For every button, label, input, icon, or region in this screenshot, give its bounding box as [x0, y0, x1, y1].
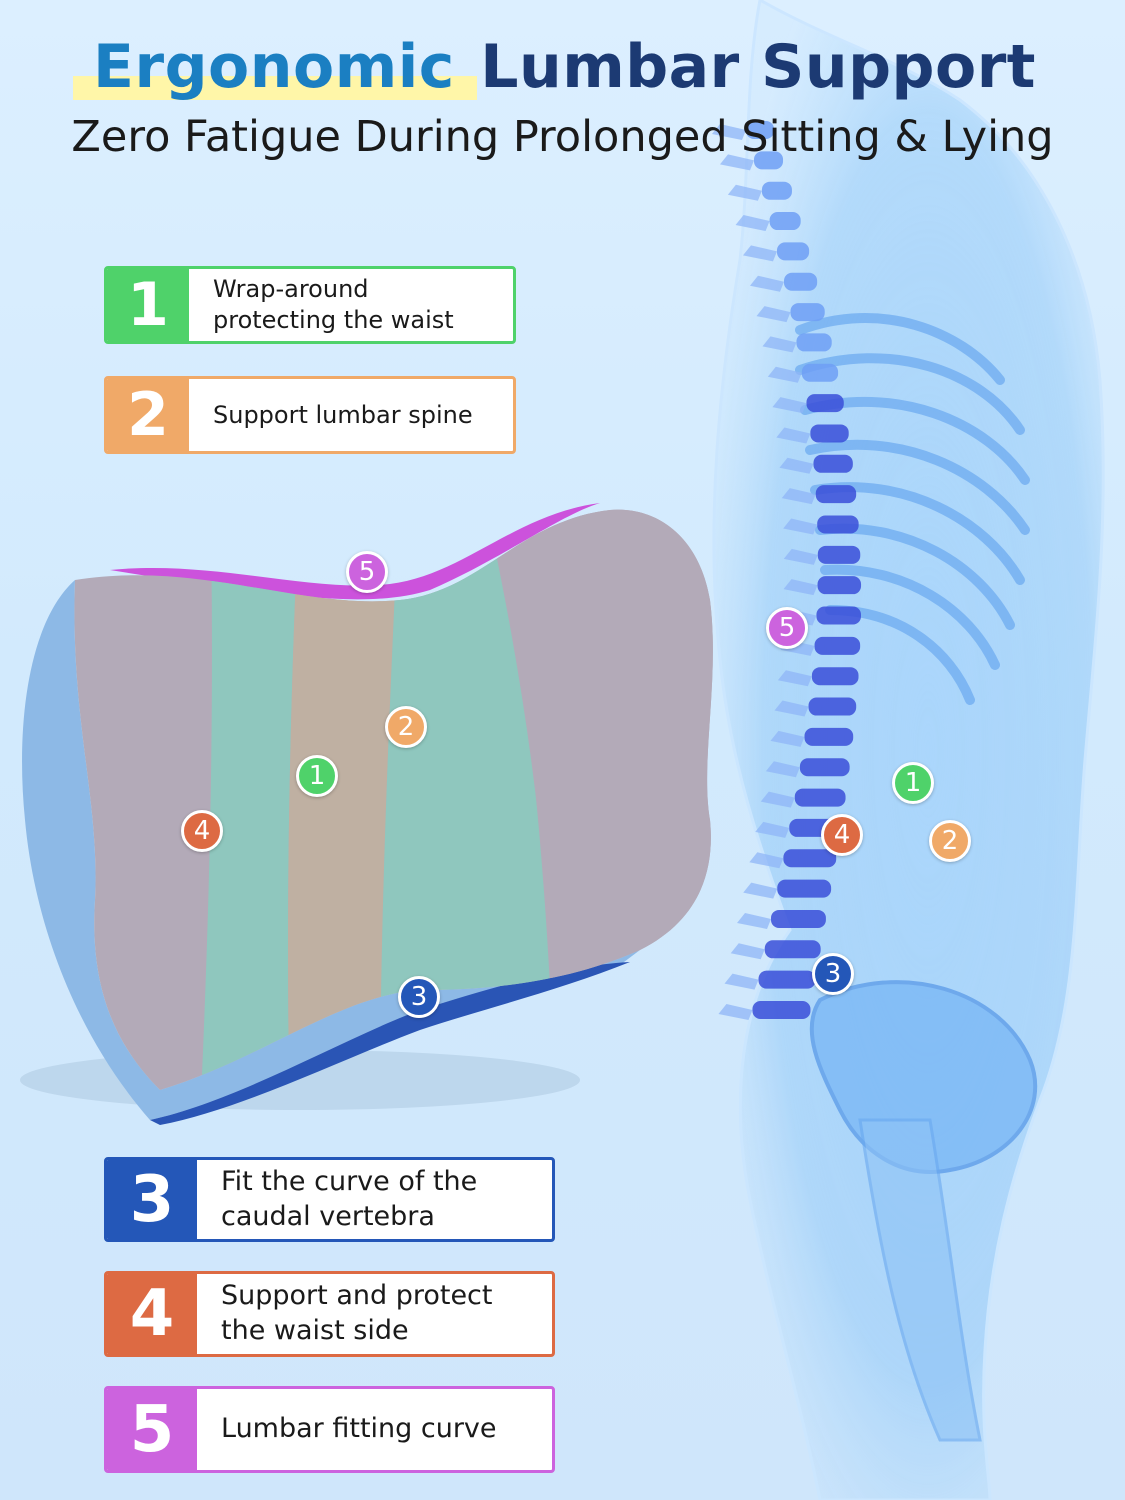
vertebra: [794, 788, 846, 807]
feature-3-text: Fit the curve of the caudal vertebra: [221, 1165, 478, 1232]
vertebra: [814, 636, 861, 655]
vertebra-process: [719, 154, 754, 171]
vertebra-process: [749, 275, 784, 292]
feature-2-text: Support lumbar spine: [213, 400, 473, 429]
vertebra-process: [730, 943, 765, 960]
vertebra: [777, 879, 832, 898]
vertebra: [815, 485, 857, 504]
vertebra-process: [718, 1004, 753, 1020]
title-main-words: Lumbar Support: [480, 32, 1036, 102]
vertebra: [801, 363, 839, 382]
page-subtitle: Zero Fatigue During Prolonged Sitting & …: [71, 112, 1054, 162]
vertebra: [790, 303, 825, 322]
pillow-marker-4: 4: [181, 810, 223, 852]
vertebra: [811, 667, 859, 686]
vertebra: [769, 212, 801, 231]
spine-marker-1: 1: [892, 762, 934, 804]
vertebra-process: [756, 306, 791, 323]
vertebra-process: [779, 457, 814, 474]
vertebra: [806, 394, 844, 413]
vertebra-process: [742, 245, 777, 262]
vertebra-process: [774, 700, 809, 717]
vertebra-process: [755, 821, 790, 838]
vertebra: [764, 940, 821, 959]
vertebra: [799, 758, 850, 777]
vertebra-process: [762, 336, 797, 353]
vertebra-process: [749, 852, 784, 869]
vertebra: [816, 606, 861, 625]
vertebra-process: [712, 124, 746, 140]
feature-3-number: 3: [107, 1160, 197, 1239]
vertebra-process: [760, 791, 795, 808]
feature-5-callout: 5 Lumbar fitting curve: [104, 1386, 555, 1473]
vertebra-process: [783, 579, 818, 596]
vertebra: [783, 849, 837, 868]
feature-4-number: 4: [107, 1274, 197, 1354]
feature-4-callout: 4 Support and protect the waist side: [104, 1271, 555, 1357]
vertebra: [776, 242, 810, 261]
vertebra-process: [737, 912, 772, 929]
pillow-marker-5: 5: [346, 551, 388, 593]
vertebra: [808, 697, 857, 716]
vertebra-process: [743, 882, 778, 899]
vertebra: [758, 970, 816, 989]
vertebra-process: [727, 184, 762, 201]
vertebra: [817, 576, 862, 595]
spine-marker-2: 2: [929, 820, 971, 862]
pillow-marker-1: 1: [296, 755, 338, 797]
pillow-marker-3: 3: [398, 976, 440, 1018]
feature-1-callout: 1 Wrap-around protecting the waist: [104, 266, 516, 344]
vertebra-process: [777, 670, 812, 687]
page-title: Ergonomic Lumbar Support: [0, 30, 1125, 104]
vertebra-process: [770, 730, 805, 747]
vertebra: [810, 424, 849, 443]
feature-4-text: Support and protect the waist side: [221, 1280, 493, 1346]
title-highlight-word: Ergonomic: [73, 30, 477, 104]
vertebra: [796, 333, 832, 352]
vertebra: [761, 181, 792, 200]
vertebra: [771, 909, 826, 928]
pillow-marker-2: 2: [385, 706, 427, 748]
vertebra: [817, 545, 861, 564]
feature-1-number: 1: [107, 269, 189, 341]
feature-2-callout: 2 Support lumbar spine: [104, 376, 516, 454]
vertebra-process: [776, 427, 811, 444]
vertebra: [817, 515, 859, 534]
vertebra-process: [735, 215, 770, 232]
feature-2-number: 2: [107, 379, 189, 451]
vertebra-process: [772, 397, 807, 414]
vertebra: [746, 121, 774, 139]
spine-marker-4: 4: [821, 814, 863, 856]
vertebra: [752, 1001, 811, 1019]
feature-5-text: Lumbar fitting curve: [221, 1413, 497, 1445]
spine-marker-3: 3: [812, 953, 854, 995]
vertebra-process: [724, 973, 759, 990]
spine-marker-5: 5: [766, 607, 808, 649]
feature-1-text: Wrap-around protecting the waist: [213, 275, 454, 334]
feature-3-callout: 3 Fit the curve of the caudal vertebra: [104, 1157, 555, 1242]
vertebra-process: [781, 488, 816, 505]
vertebra: [813, 454, 853, 473]
vertebra: [804, 727, 854, 746]
vertebra-process: [783, 548, 818, 565]
vertebra-process: [765, 761, 800, 778]
feature-5-number: 5: [107, 1389, 197, 1470]
vertebra: [783, 272, 818, 291]
vertebra: [753, 151, 784, 170]
vertebra-process: [783, 518, 818, 535]
vertebra-process: [767, 366, 802, 383]
